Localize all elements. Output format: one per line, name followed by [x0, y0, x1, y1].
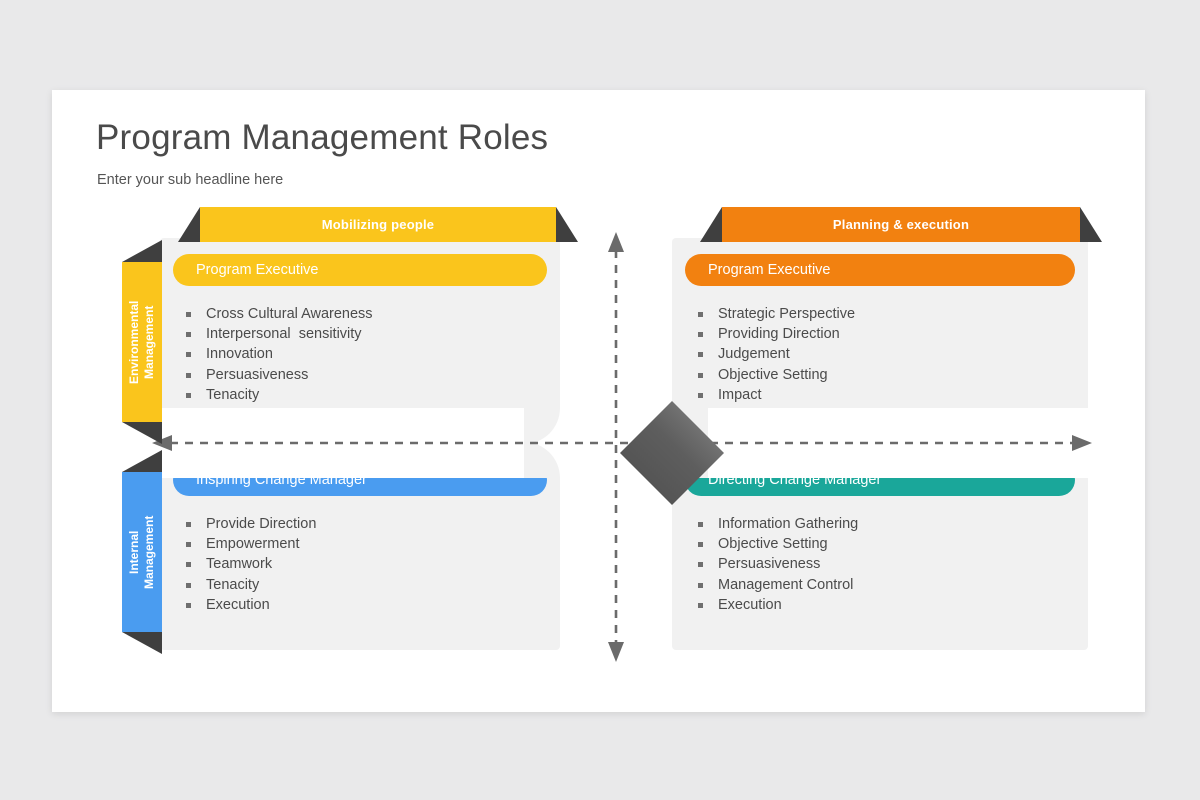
row-label-internal-management[interactable]: Internal Management [122, 450, 162, 654]
list-item: Innovation [180, 344, 373, 364]
list-item: Execution [692, 595, 858, 615]
row-label-text: Environmental Management [127, 300, 156, 384]
quadrant-panel-bottom-right: Directing Change Manager Information Gat… [672, 448, 1088, 650]
ribbon-tail-right-icon [556, 207, 578, 242]
row-label-environmental-management[interactable]: Environmental Management [122, 240, 162, 444]
column-banner-label: Planning & execution [832, 217, 970, 232]
quadrant-panel-top-left: Program Executive Cross Cultural Awarene… [160, 238, 560, 438]
list-item: Management Control [692, 575, 858, 595]
ribbon-tail-left-icon [178, 207, 200, 242]
list-item: Objective Setting [692, 365, 855, 385]
list-item: Cross Cultural Awareness [180, 304, 373, 324]
ribbon-tail-bottom-icon [122, 632, 162, 654]
list-item: Tenacity [180, 575, 316, 595]
ribbon-tail-top-icon [122, 450, 162, 472]
ribbon-tail-right-icon [1080, 207, 1102, 242]
list-item: Persuasiveness [692, 554, 858, 574]
list-item: Objective Setting [692, 534, 858, 554]
row-label-text: Internal Management [127, 515, 156, 589]
role-pill-label: Program Executive [196, 262, 319, 278]
competency-list: Cross Cultural Awareness Interpersonal s… [180, 304, 373, 405]
ribbon-tail-left-icon [700, 207, 722, 242]
diagram-stage: Mobilizing people Planning & execution E… [52, 90, 1145, 712]
list-item: Persuasiveness [180, 365, 373, 385]
quadrant-panel-top-right: Program Executive Strategic Perspective … [672, 238, 1088, 438]
list-item: Strategic Perspective [692, 304, 855, 324]
competency-list: Information Gathering Objective Setting … [692, 514, 858, 615]
role-pill-program-executive-planning[interactable]: Program Executive [685, 254, 1075, 286]
list-item: Execution [180, 595, 316, 615]
list-item: Tenacity [180, 385, 373, 405]
column-banner-planning-execution[interactable]: Planning & execution [700, 207, 1102, 242]
list-item: Judgement [692, 344, 855, 364]
quadrant-panel-bottom-left: Inspiring Change Manager Provide Directi… [160, 448, 560, 650]
role-pill-label: Program Executive [708, 262, 831, 278]
page-title: Program Management Roles [96, 118, 549, 157]
center-diamond-icon [620, 401, 724, 505]
slide-canvas: Program Management Roles Enter your sub … [52, 90, 1145, 712]
ribbon-tail-bottom-icon [122, 422, 162, 444]
role-pill-program-executive-mobilizing[interactable]: Program Executive [173, 254, 547, 286]
competency-list: Provide Direction Empowerment Teamwork T… [180, 514, 316, 615]
list-item: Providing Direction [692, 324, 855, 344]
list-item: Provide Direction [180, 514, 316, 534]
column-banner-label: Mobilizing people [321, 217, 435, 232]
list-item: Information Gathering [692, 514, 858, 534]
ribbon-tail-top-icon [122, 240, 162, 262]
list-item: Impact [692, 385, 855, 405]
page-subtitle: Enter your sub headline here [97, 172, 284, 188]
list-item: Empowerment [180, 534, 316, 554]
column-banner-mobilizing-people[interactable]: Mobilizing people [178, 207, 578, 242]
list-item: Interpersonal sensitivity [180, 324, 373, 344]
list-item: Teamwork [180, 554, 316, 574]
competency-list: Strategic Perspective Providing Directio… [692, 304, 855, 405]
